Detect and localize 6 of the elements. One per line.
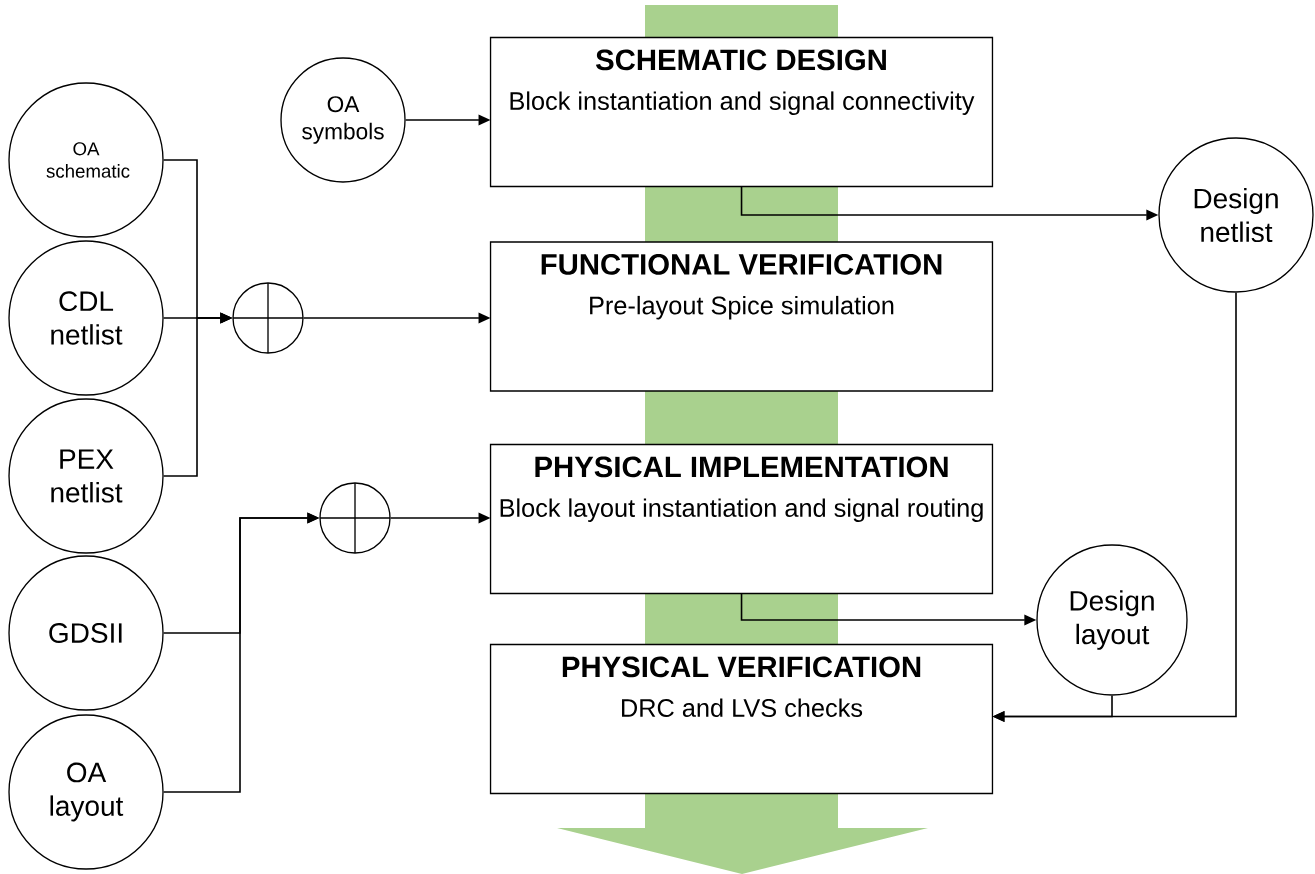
process-box: PHYSICAL IMPLEMENTATION Block layout instantiation and signal routing	[489, 443, 994, 595]
process-box: FUNCTIONAL VERIFICATION Pre-layout Spice simulation	[489, 241, 994, 392]
summing-junction	[232, 282, 304, 354]
summing-junction	[319, 482, 391, 554]
process-box: SCHEMATIC DESIGN Block instantiation and signal connectivity	[489, 36, 994, 188]
process-box: PHYSICAL VERIFICATION DRC and LVS checks	[489, 643, 994, 795]
